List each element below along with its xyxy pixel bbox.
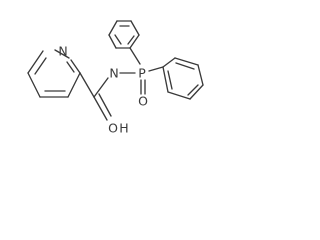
bond-ph2-3 [197,64,204,86]
bond-ring-carbonyl [79,72,95,98]
atom-label-amide-h: H [119,121,128,136]
atom-labels: N N O H P O [58,44,148,136]
bond-carbonyl-o [93,96,108,121]
bond-ph2-6-inner [167,70,173,90]
bond-ph1-6-inner [127,35,135,45]
bond-ph1-2 [108,34,117,49]
bond-ph2-5 [167,91,191,100]
bond-p-ph2 [148,66,164,72]
atom-label-pyridine-n: N [58,44,67,59]
molecule-structure: N N O H P O [27,20,204,136]
bond-pyr-c5-c6 [67,72,81,98]
bond-carbonyl-nh [93,77,109,98]
atom-label-amide-o: O [108,121,118,136]
bond-pyr-n-c2 [54,49,70,59]
amide-group [79,72,136,121]
atom-label-phosphorus: P [138,66,146,81]
phosphoryl-group [140,79,146,95]
bond-ph1-3 [108,20,118,36]
bond-pyr-c2-c3-inner [34,57,47,75]
bond-pyr-c6-n-inner [66,61,75,73]
bond-ph1-6 [129,34,140,49]
pyridine-ring [27,49,81,98]
bond-pyr-c2-c3 [27,50,44,74]
bond-ph2-6 [162,66,169,93]
bond-ph2-1 [162,57,176,68]
bond-ph2-2-inner [175,62,195,70]
atom-label-amide-n: N [109,66,118,81]
atom-label-phosphoryl-o: O [138,94,148,109]
bond-ph2-4 [189,84,204,100]
bond-ph1-2-inner [114,34,122,45]
bond-ph2-4-inner [187,84,199,96]
bond-ph1-5 [130,20,140,36]
phenyl-ring-upper [108,20,141,65]
bond-pyr-c3-c4 [27,72,41,98]
bond-ph2-2 [174,57,199,66]
phenyl-ring-right [148,57,204,100]
bond-p-ph1 [129,47,141,65]
bond-carbonyl-o-double [98,93,112,117]
bond-pyr-c6-n [70,59,81,74]
